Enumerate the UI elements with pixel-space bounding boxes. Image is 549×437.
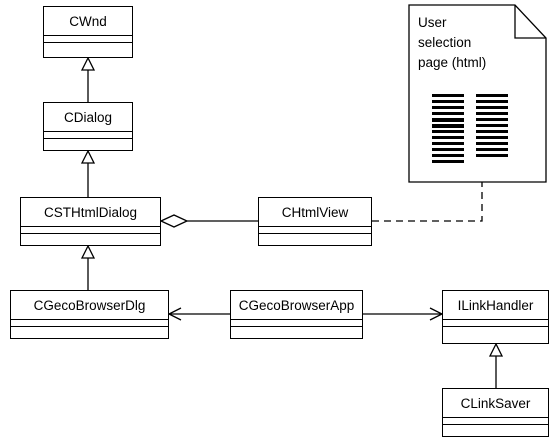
operations-compartment	[231, 327, 362, 334]
open-arrowhead	[167, 307, 182, 321]
note-page-lines-right	[476, 94, 508, 157]
class-name: CWnd	[44, 7, 132, 36]
attributes-compartment	[443, 320, 548, 327]
class-name: CDialog	[44, 103, 132, 132]
class-name: CGecoBrowserDlg	[11, 291, 168, 320]
operations-compartment	[11, 327, 168, 334]
attributes-compartment	[259, 227, 371, 234]
class-name: CHtmlView	[259, 198, 371, 227]
operations-compartment	[44, 43, 132, 50]
class-cgecobrowserdlg: CGecoBrowserDlg	[10, 290, 169, 339]
note-label: User selection page (html)	[418, 15, 487, 70]
attributes-compartment	[21, 227, 160, 234]
operations-compartment	[259, 234, 371, 241]
operations-compartment	[443, 425, 548, 432]
inheritance-arrowhead	[80, 56, 96, 71]
class-name: ILinkHandler	[443, 291, 548, 320]
class-clinksaver: CLinkSaver	[442, 388, 549, 437]
class-ilinkhandler: ILinkHandler	[442, 290, 549, 344]
dependency-chtmlview-note	[372, 182, 483, 222]
class-csthtmldialog: CSTHtmlDialog	[20, 197, 161, 246]
attributes-compartment	[443, 418, 548, 425]
class-cdialog: CDialog	[43, 102, 133, 151]
aggregation-diamond	[159, 214, 189, 228]
class-name: CSTHtmlDialog	[21, 198, 160, 227]
class-name: CGecoBrowserApp	[231, 291, 362, 320]
attributes-compartment	[44, 36, 132, 43]
attributes-compartment	[44, 132, 132, 139]
operations-compartment	[443, 327, 548, 334]
attributes-compartment	[11, 320, 168, 327]
operations-compartment	[44, 139, 132, 146]
note-page-lines-left	[432, 94, 464, 163]
note-folded-corner	[514, 5, 546, 39]
class-cwnd: CWnd	[43, 6, 133, 58]
class-name: CLinkSaver	[443, 389, 548, 418]
attributes-compartment	[231, 320, 362, 327]
operations-compartment	[21, 234, 160, 241]
inheritance-arrowhead	[80, 244, 96, 259]
class-cgecobrowserapp: CGecoBrowserApp	[230, 290, 363, 339]
inheritance-arrowhead	[488, 342, 504, 357]
inheritance-arrowhead	[80, 149, 96, 164]
class-chtmlview: CHtmlView	[258, 197, 372, 246]
